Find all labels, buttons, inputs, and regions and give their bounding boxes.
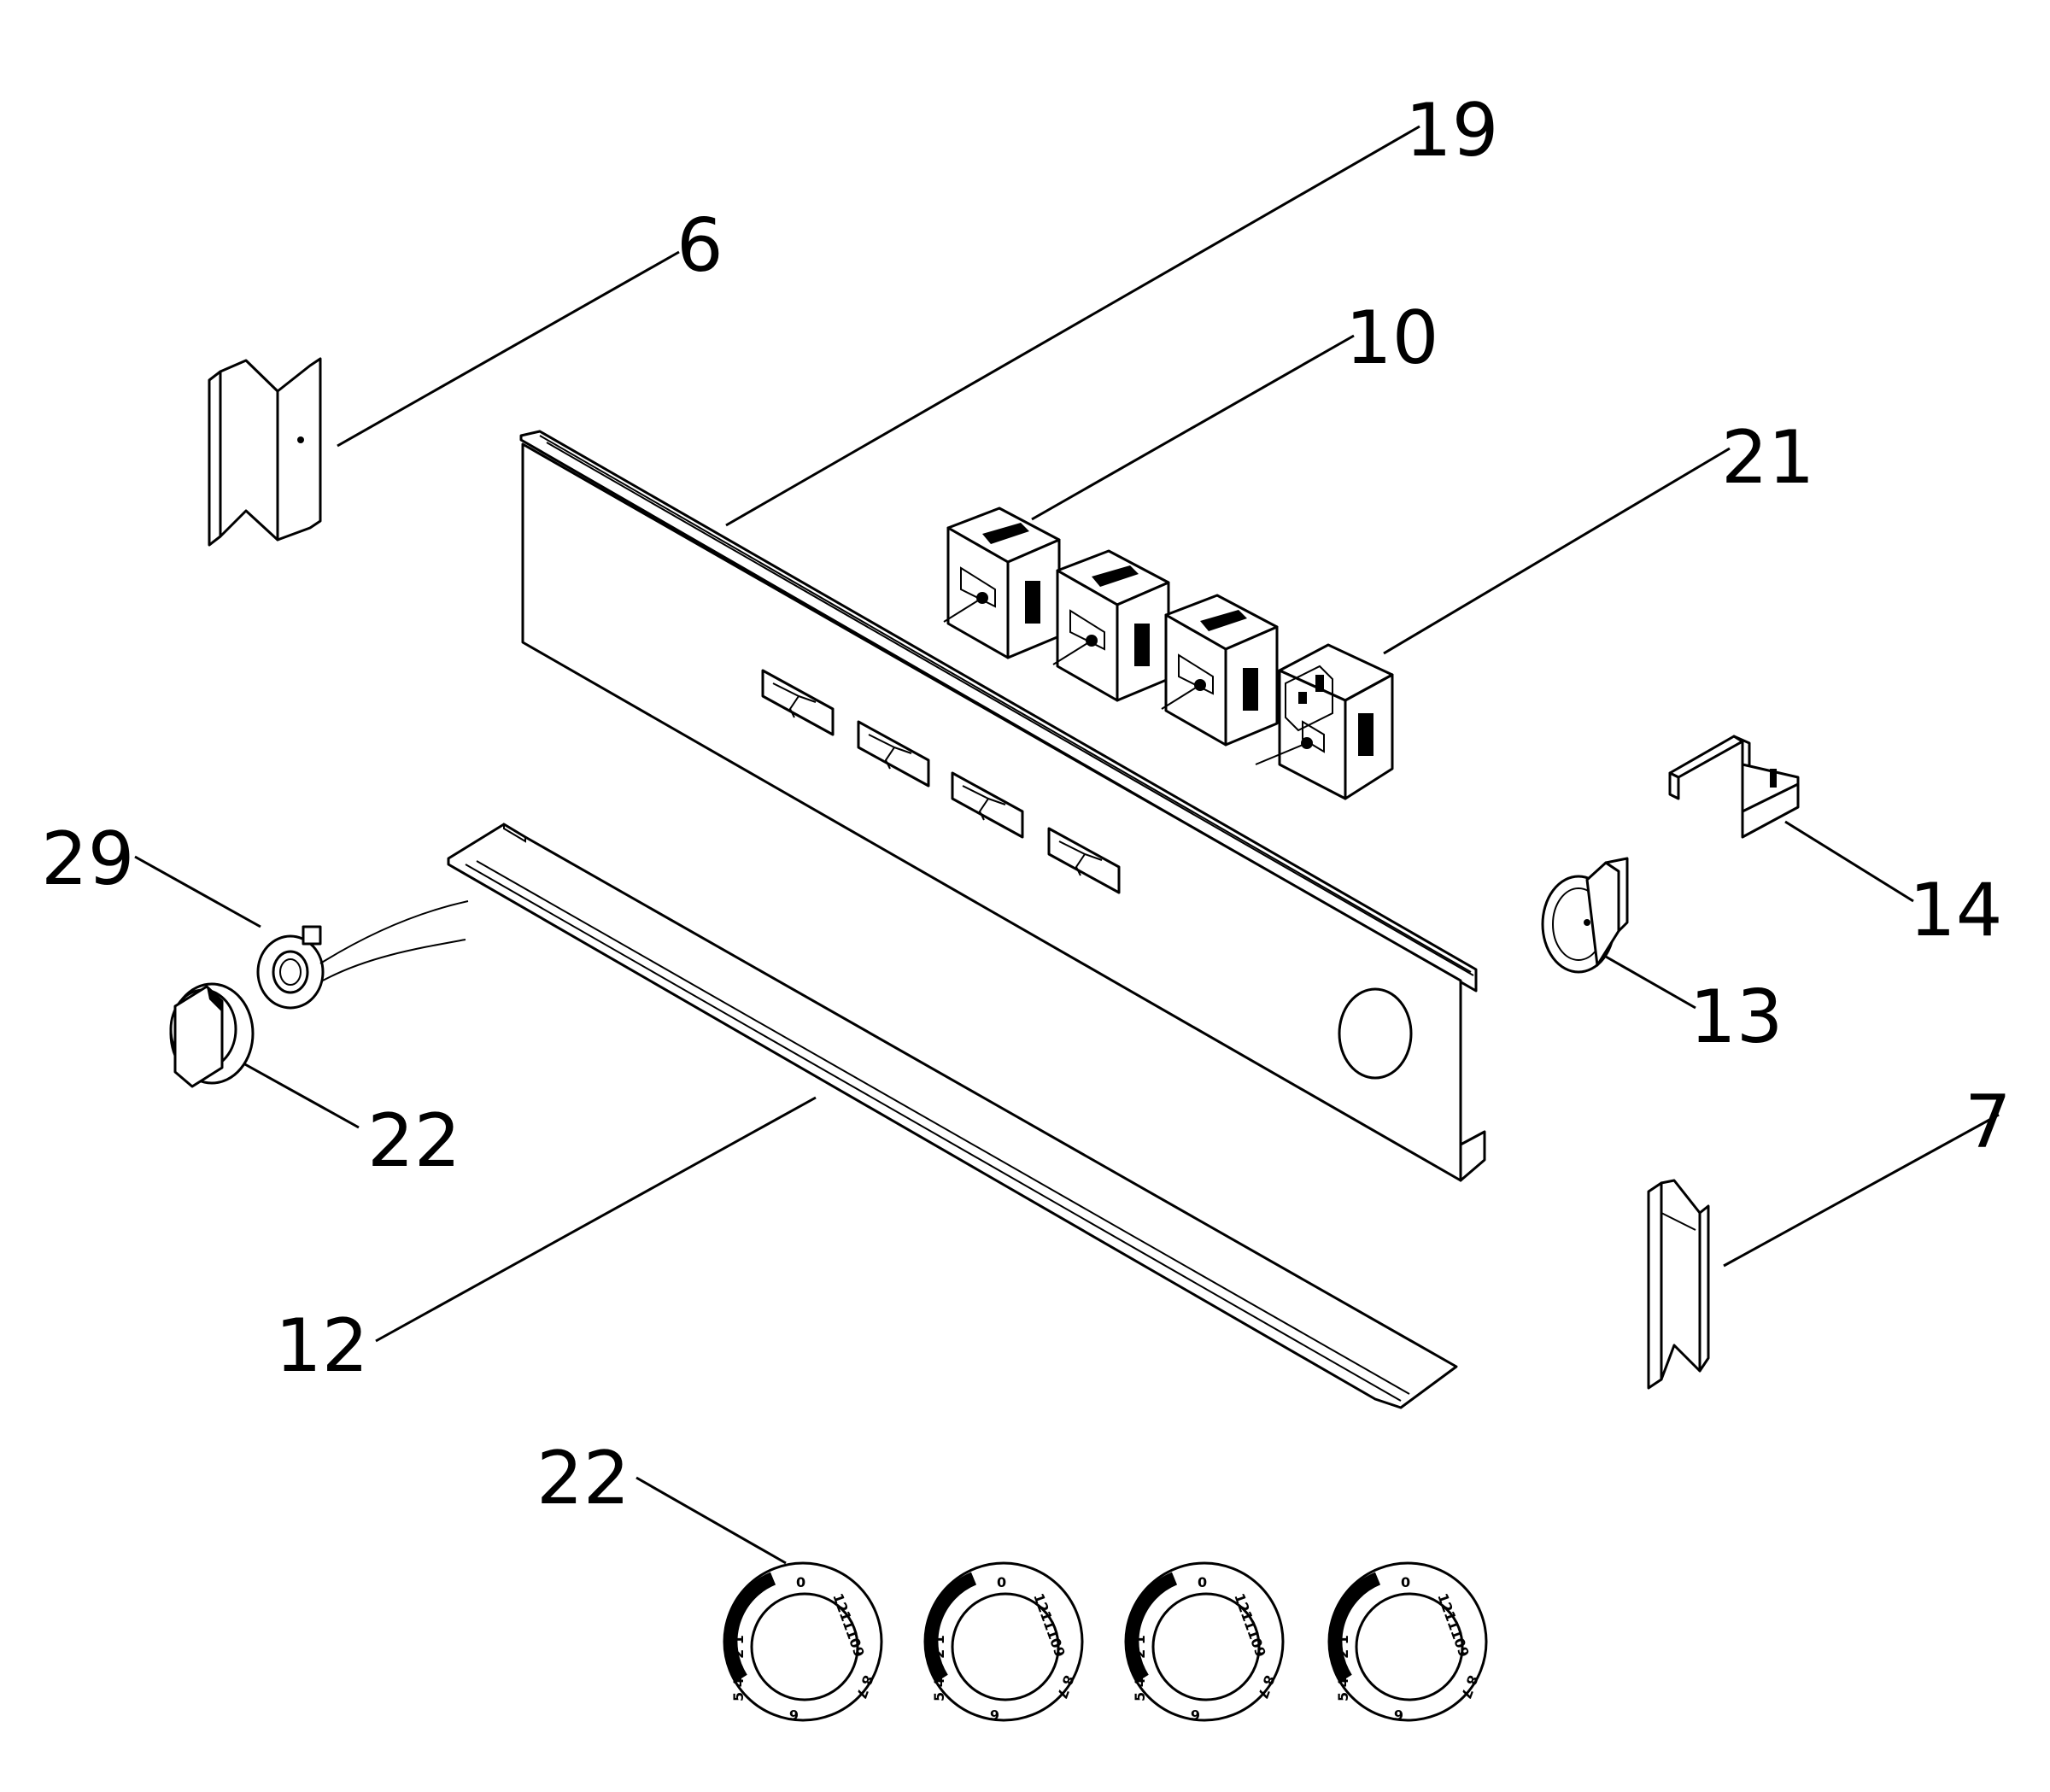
callout-22-upper: 22 [367,1098,460,1184]
callout-21: 21 [1721,415,1814,501]
callout-12: 12 [275,1303,368,1389]
panel-slot [951,771,1024,839]
dial-bottom: 6 [1191,1707,1200,1723]
leader-29 [134,855,261,928]
part-29-bezel [256,900,469,1010]
dial-left: 5 4 3 2 1 [1132,1635,1148,1701]
dial-bottom: 6 [990,1707,999,1723]
dial-zero: 0 [1198,1574,1207,1590]
leader-21 [1383,447,1731,655]
part-10-switch [943,507,1061,659]
part-7-right-bracket [1647,1179,1710,1390]
dial-left: 5 4 3 2 1 [931,1635,947,1701]
leader-10 [1031,334,1355,521]
dial-bottom: 6 [1394,1707,1403,1723]
callout-7: 7 [1965,1080,2012,1165]
part-12-trim-strip [447,823,1458,1409]
panel-slot [761,669,835,736]
leader-14 [1784,820,1914,903]
callout-13: 13 [1690,975,1783,1060]
callout-19: 19 [1405,88,1498,173]
part-22-dial-skirt: 0 1211109 8 7 6 5 4 3 2 1 [1124,1561,1285,1723]
part-22-dial-skirt: 0 1211109 8 7 6 5 4 3 2 1 [723,1561,883,1723]
dial-zero: 0 [997,1574,1006,1590]
leader-19 [725,125,1420,527]
part-19-control-panel [519,430,1486,1182]
dial-left: 5 4 3 2 1 [1335,1635,1351,1701]
dial-bottom: 6 [789,1707,799,1723]
leader-13 [1605,955,1696,1010]
dial-left: 5 4 3 2 1 [730,1635,747,1701]
callout-10: 10 [1345,296,1438,381]
part-22-knob [169,982,255,1088]
leader-12 [375,1096,817,1343]
leader-6 [337,250,680,448]
callout-22-lower: 22 [536,1436,630,1521]
panel-slot [857,720,930,788]
part-21-switch [1255,643,1394,800]
part-6-left-bracket [208,357,322,547]
callout-14: 14 [1909,868,2002,953]
part-13-knob-base [1541,857,1629,974]
part-14-clip [1668,735,1800,839]
callout-6: 6 [676,203,723,289]
dial-zero: 0 [1401,1574,1410,1590]
callout-labels: 19 6 10 21 29 14 13 22 12 7 22 [41,88,2012,1521]
leader-7 [1723,1113,2000,1268]
leader-22-upper [243,1062,360,1129]
panel-slot [1047,827,1121,894]
callout-29: 29 [41,817,134,902]
part-10-switch [1052,549,1170,702]
dial-zero: 0 [796,1574,805,1590]
part-22-dial-skirt: 0 1211109 8 7 6 5 4 3 2 1 [1327,1561,1488,1723]
part-10-switch [1161,594,1279,747]
part-22-dial-skirt: 0 1211109 8 7 6 5 4 3 2 1 [923,1561,1084,1723]
leader-22-lower [636,1476,787,1565]
leader-lines [134,125,2000,1565]
